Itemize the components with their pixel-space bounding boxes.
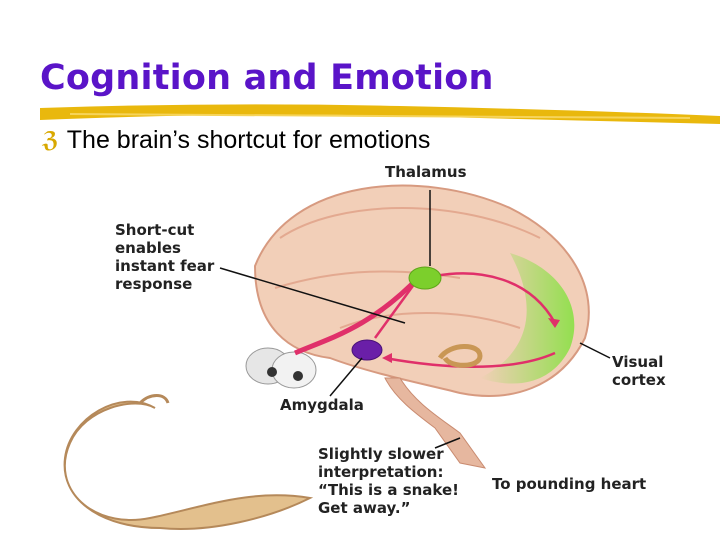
heart-label: To pounding heart xyxy=(492,475,646,493)
shortcut-label-line4: response xyxy=(115,275,192,293)
slower-label-line4: Get away.” xyxy=(318,499,410,517)
snake-illustration xyxy=(65,402,310,529)
thalamus-node xyxy=(409,267,441,289)
visual-cortex-label-line1: Visual xyxy=(612,353,663,371)
visual-cortex-label-line2: cortex xyxy=(612,371,666,389)
shortcut-label-line1: Short-cut xyxy=(115,221,194,239)
amygdala-label: Amygdala xyxy=(280,396,364,414)
amygdala-node xyxy=(352,340,382,360)
slide-title: Cognition and Emotion xyxy=(40,58,494,98)
shortcut-label-line3: instant fear xyxy=(115,257,215,275)
bullet-item: ℨ The brain’s shortcut for emotions xyxy=(42,126,430,155)
slower-label-line1: Slightly slower xyxy=(318,445,444,463)
shortcut-label-line2: enables xyxy=(115,239,181,257)
bullet-text: The brain’s shortcut for emotions xyxy=(67,126,431,155)
slower-label-line2: interpretation: xyxy=(318,463,443,481)
brain-diagram: Thalamus Short-cut enables instant fear … xyxy=(40,158,680,538)
z-bullet-icon: ℨ xyxy=(42,128,59,153)
thalamus-label: Thalamus xyxy=(385,163,467,181)
slower-label-line3: “This is a snake! xyxy=(318,481,459,499)
